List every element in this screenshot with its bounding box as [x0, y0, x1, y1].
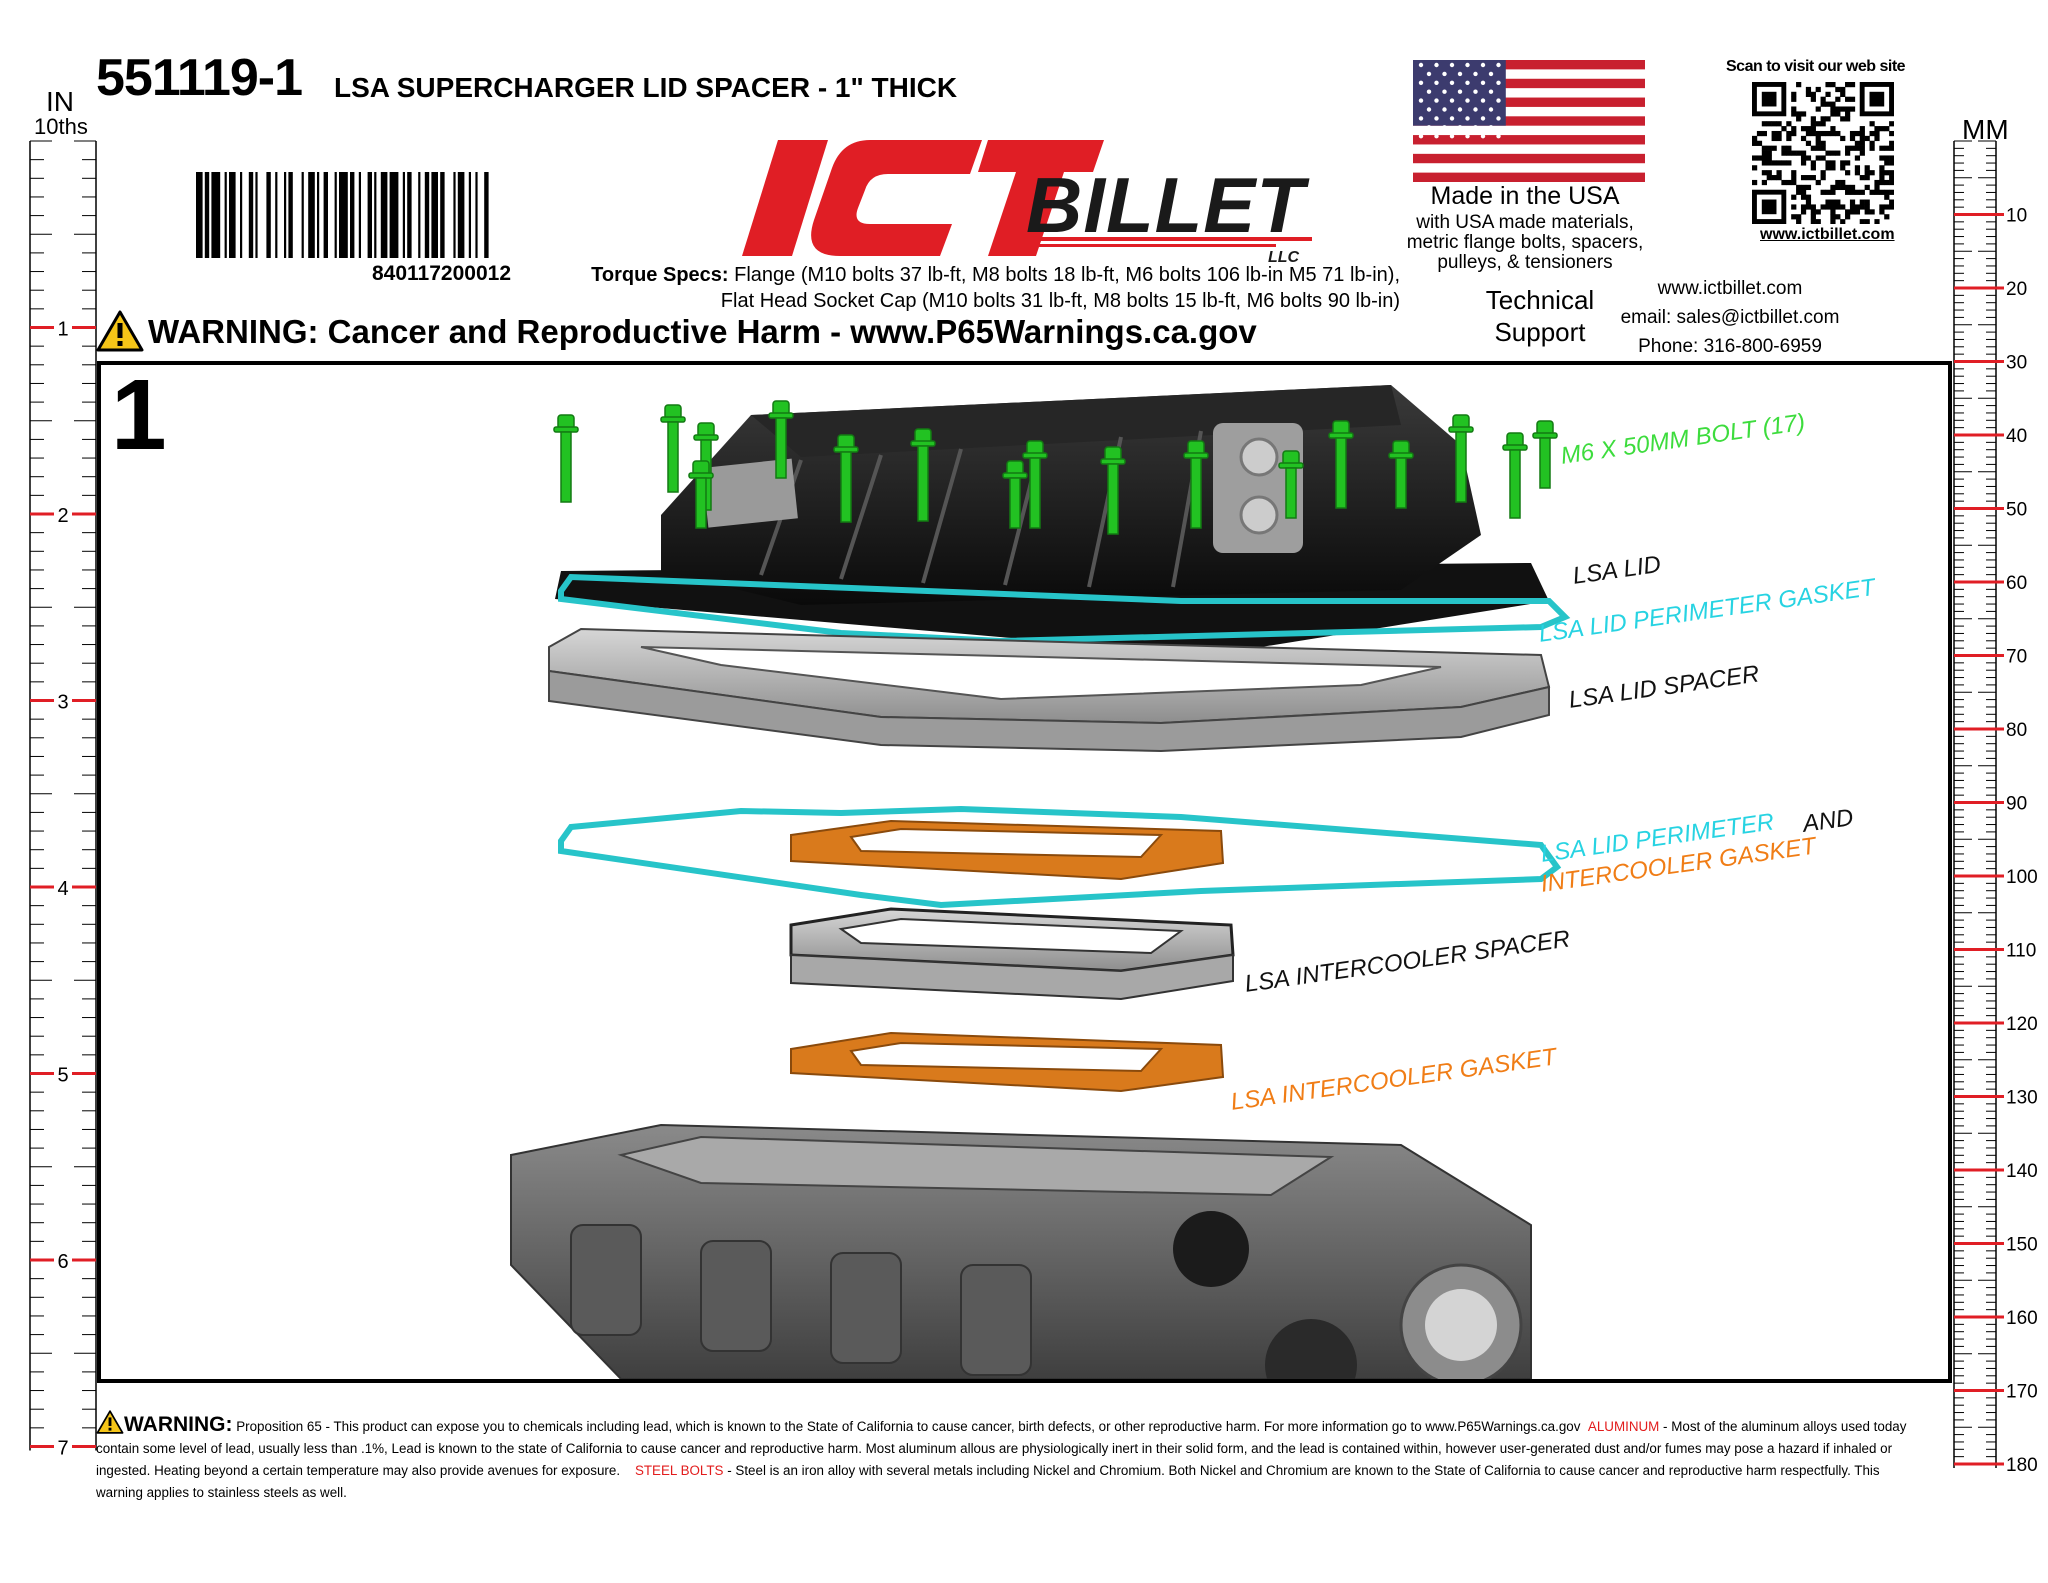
mm-tick-label: 100	[2006, 867, 2038, 888]
warning-icon	[96, 310, 144, 352]
part-description: LSA SUPERCHARGER LID SPACER - 1" THICK	[334, 72, 958, 103]
m6-bolts	[553, 400, 1558, 535]
supercharger-manifold-part	[510, 1123, 1532, 1379]
inch-tick-label: 4	[57, 878, 68, 900]
m6-bolt	[910, 428, 936, 522]
qr-website-link[interactable]: www.ictbillet.com	[1760, 226, 1895, 243]
qr-scan-text: Scan to visit our web site	[1726, 58, 1906, 75]
exploded-diagram-frame: 1 M6 X 50MM BOLT (17) LSA LID LSA LID PE…	[97, 361, 1952, 1383]
inch-ruler: 1 2 3 4 5 6 7	[29, 140, 97, 1460]
m6-bolt	[660, 404, 686, 493]
logo-billet-text: BILLET	[1026, 161, 1310, 249]
mm-tick-label: 160	[2006, 1308, 2038, 1329]
mm-tick-label: 120	[2006, 1014, 2038, 1035]
mm-tick-label: 80	[2006, 720, 2027, 741]
inch-tick-label: 6	[57, 1251, 68, 1273]
lid-perimeter-gasket-2-part	[558, 805, 1562, 909]
tech-support-line-1: Technical	[1485, 285, 1595, 315]
footer-warning-icon	[96, 1410, 124, 1434]
contact-email[interactable]: email: sales@ictbillet.com	[1620, 307, 1840, 328]
usa-line-2: metric flange bolts, spacers,	[1406, 232, 1644, 253]
m6-bolt	[1502, 432, 1528, 519]
inch-tick-label: 5	[57, 1065, 68, 1087]
footer-text-1: Proposition 65 - This product can expose…	[232, 1419, 1581, 1434]
unit-tenths-label: 10ths	[34, 114, 88, 139]
usa-line-1: with USA made materials,	[1416, 212, 1634, 233]
unit-in-label: IN	[46, 86, 74, 117]
lsa-lid-spacer-part	[548, 627, 1551, 753]
prop65-warning-banner: WARNING: Cancer and Reproductive Harm - …	[96, 310, 1257, 352]
footer-warning-label: WARNING:	[124, 1413, 233, 1436]
footer-warning: WARNING: Proposition 65 - This product c…	[96, 1410, 1916, 1504]
inch-tick-label: 2	[57, 505, 68, 527]
m6-bolt	[688, 460, 714, 529]
mm-tick-label: 40	[2006, 426, 2027, 447]
m6-bolt	[1532, 420, 1558, 489]
m6-bolt	[833, 434, 859, 523]
usa-line-3: pulleys, & tensioners	[1437, 252, 1613, 273]
m6-bolt	[1002, 460, 1028, 529]
torque-line-1: Flange (M10 bolts 37 lb-ft, M8 bolts 18 …	[728, 264, 1400, 286]
footer-steel-label: STEEL BOLTS	[634, 1463, 724, 1478]
contact-info: www.ictbillet.com email: sales@ictbillet…	[1600, 274, 1860, 361]
m6-bolt	[1022, 440, 1048, 529]
mm-tick-label: 20	[2006, 279, 2027, 300]
warning-title: WARNING: Cancer and Reproductive Harm - …	[148, 312, 1257, 350]
lsa-intercooler-spacer-part	[789, 907, 1235, 1001]
tech-support-title: Technical Support	[1480, 284, 1600, 348]
m6-bolt	[1100, 446, 1126, 535]
qr-code-icon[interactable]	[1752, 82, 1894, 224]
inch-tick-label: 3	[57, 692, 68, 714]
made-in-usa-text: Made in the USA with USA made materials,…	[1395, 184, 1655, 273]
m6-bolt	[1328, 420, 1354, 509]
brand-logo: BILLET LLC	[720, 138, 1340, 268]
m6-bolt	[1183, 440, 1209, 529]
mm-ruler: 10 20 30 40 50 60 70 80 90 100 110 120 130 140 150 160 1…	[1953, 140, 2038, 1476]
mm-tick-label: 140	[2006, 1161, 2038, 1182]
mm-tick-label: 60	[2006, 573, 2027, 594]
made-in-usa: Made in the USA	[1430, 182, 1620, 210]
m6-bolt	[1448, 414, 1474, 503]
mm-tick-label: 150	[2006, 1235, 2038, 1256]
upc-number: 840117200012	[372, 262, 511, 285]
torque-specs: Torque Specs: Flange (M10 bolts 37 lb-ft…	[540, 262, 1400, 314]
m6-bolt	[1388, 440, 1414, 509]
intercooler-gasket-part	[790, 819, 1225, 881]
mm-tick-label: 50	[2006, 500, 2027, 521]
inch-tick-label: 7	[57, 1438, 68, 1460]
mm-tick-label: 10	[2006, 206, 2027, 227]
tech-support-line-2: Support	[1494, 317, 1586, 347]
step-number: 1	[111, 361, 167, 471]
inch-tick-label: 1	[57, 319, 68, 341]
m6-bolt	[553, 414, 579, 503]
mm-tick-label: 170	[2006, 1382, 2038, 1403]
exploded-diagram	[510, 385, 1571, 1379]
footer-text-2: - Most of the aluminum alloys used today…	[96, 1419, 1907, 1478]
footer-aluminum-label: ALUMINUM	[1587, 1419, 1660, 1434]
torque-line-2: Flat Head Socket Cap (M10 bolts 31 lb-ft…	[720, 290, 1400, 312]
logo-llc-text: LLC	[1268, 249, 1300, 266]
mm-tick-label: 180	[2006, 1455, 2038, 1476]
contact-website[interactable]: www.ictbillet.com	[1657, 278, 1803, 299]
mm-tick-label: 110	[2006, 941, 2036, 962]
contact-phone[interactable]: Phone: 316-800-6959	[1638, 336, 1822, 357]
lsa-intercooler-gasket-part	[790, 1031, 1225, 1093]
mm-tick-label: 30	[2006, 353, 2027, 374]
footer-text-3: - Steel is an iron alloy with several me…	[96, 1463, 1880, 1500]
mm-tick-label: 90	[2006, 794, 2027, 815]
lid-perimeter-gasket-part	[558, 573, 1571, 645]
usa-flag-icon	[1413, 60, 1645, 182]
mm-tick-label: 130	[2006, 1088, 2038, 1109]
barcode	[196, 172, 489, 258]
m6-bolt	[768, 400, 794, 479]
unit-mm-label: MM	[1962, 114, 2009, 145]
m6-bolt	[1278, 450, 1304, 519]
part-number: 551119-1	[96, 49, 303, 107]
torque-label: Torque Specs:	[591, 264, 729, 286]
mm-tick-label: 70	[2006, 647, 2027, 668]
